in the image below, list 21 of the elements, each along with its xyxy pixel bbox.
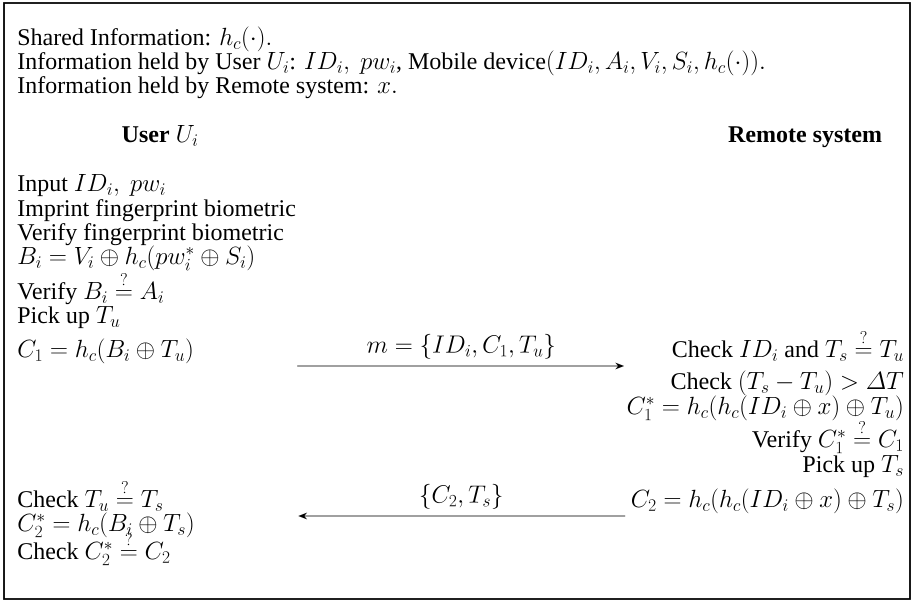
edge-label: $\{C_2, T_s\}$: [420, 484, 502, 509]
protocol-step: $\text{Verify } B_i \stackrel{?}{=} A_i$: [17, 273, 163, 304]
protocol-step: $C_1 = h_c(B_i \oplus T_u)$: [18, 338, 192, 364]
protocol-step: Verify fingerprint biometric: [17, 223, 284, 246]
protocol-step: $C_2 = h_c(h_c(ID_i \oplus x) \oplus T_s)$: [632, 488, 902, 514]
protocol-step: $\text{Input } ID_i,\ pw_i$: [18, 174, 165, 196]
column-heading: Remote system: [728, 126, 882, 148]
protocol-step: $\text{Check } ID_i \text{ and } T_s \stackrel{?}{=} T_u$: [672, 331, 903, 361]
protocol-step: $\text{Check } T_u \stackrel{?}{=} T_s$: [18, 481, 162, 511]
info-line: $\text{Information held by Remote system: } x.$: [18, 76, 396, 98]
column-heading: $\textbf{User } U_i$: [122, 125, 198, 146]
info-line: $\text{Information held by User } U_i\text{: } ID_i,\ pw_i\text{, Mobile device}(ID_i, A_i, V_i, S_i, h_c(\cdot)).$: [18, 50, 764, 76]
protocol-step: $\text{Check } (T_s - T_u) > \varDelta T$: [672, 370, 904, 396]
protocol-step: $\text{Verify } C_1^* \stackrel{?}{=} C_1$: [752, 421, 902, 454]
protocol-step: $\text{Pick up } T_s$: [803, 455, 902, 478]
info-line: $\text{Shared Information: } h_c(\cdot).$: [18, 26, 270, 52]
protocol-step: $\text{Pick up } T_u$: [18, 306, 120, 328]
edge-label: $m = \{ID_i, C_1, T_u\}$: [367, 334, 554, 359]
protocol-step: Imprint fingerprint biometric: [18, 199, 296, 222]
protocol-step: $B_i = V_i \oplus h_c(pw_i^* \oplus S_i)$: [18, 245, 253, 270]
protocol-step: $C_1^* = h_c(h_c(ID_i \oplus x) \oplus T_u)$: [628, 395, 902, 420]
